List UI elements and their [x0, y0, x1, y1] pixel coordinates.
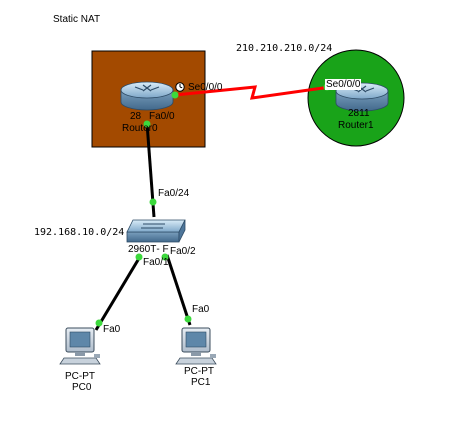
lan-network-label: 192.168.10.0/24: [34, 227, 125, 238]
serial-link[interactable]: [174, 85, 331, 100]
switch-uplink-port-label: Fa0/24: [158, 188, 190, 199]
pc1-port-label: Fa0: [192, 304, 210, 315]
diagram-title: Static NAT: [53, 14, 101, 25]
wan-network-label: 210.210.210.0/24: [236, 43, 333, 54]
switch-pc1-port-label: Fa0/2: [170, 246, 196, 257]
router1-serial-port-label: Se0/0/0: [325, 79, 362, 90]
pc0-type-label: PC-PT: [65, 371, 95, 382]
link-light-pc1: [184, 315, 192, 323]
link-light-router0-se: [171, 91, 179, 99]
router0-icon[interactable]: [120, 81, 174, 111]
link-light-router0-fa: [143, 120, 151, 128]
pc1-type-label: PC-PT: [184, 366, 214, 377]
link-light-switch-uplink: [149, 198, 157, 206]
pc0-icon[interactable]: [59, 327, 101, 365]
link-light-pc0: [95, 319, 103, 327]
link-switch-pc1[interactable]: [165, 254, 192, 326]
router0-serial-port-label: Se0/0/0: [188, 82, 223, 93]
router0-name-label: Router0: [122, 123, 158, 134]
clock-icon: [175, 82, 185, 92]
router0-model-label: 28: [130, 111, 142, 122]
pc1-name-label: PC1: [191, 377, 211, 388]
link-light-switch-pc0: [135, 253, 143, 261]
pc1-icon[interactable]: [175, 327, 217, 365]
switch-pc0-port-label: Fa0/1: [143, 257, 169, 268]
router1-name-label: Router1: [338, 120, 374, 131]
switch-model-label: 2960T‑ F: [128, 244, 169, 255]
switch-icon[interactable]: [126, 219, 186, 243]
pc0-port-label: Fa0: [103, 324, 121, 335]
pc0-name-label: PC0: [72, 382, 92, 393]
link-light-switch-pc1: [161, 253, 169, 261]
router0-lan-port-label: Fa0/0: [149, 111, 175, 122]
router1-model-label: 2811: [348, 108, 370, 119]
link-switch-pc0[interactable]: [94, 254, 143, 331]
